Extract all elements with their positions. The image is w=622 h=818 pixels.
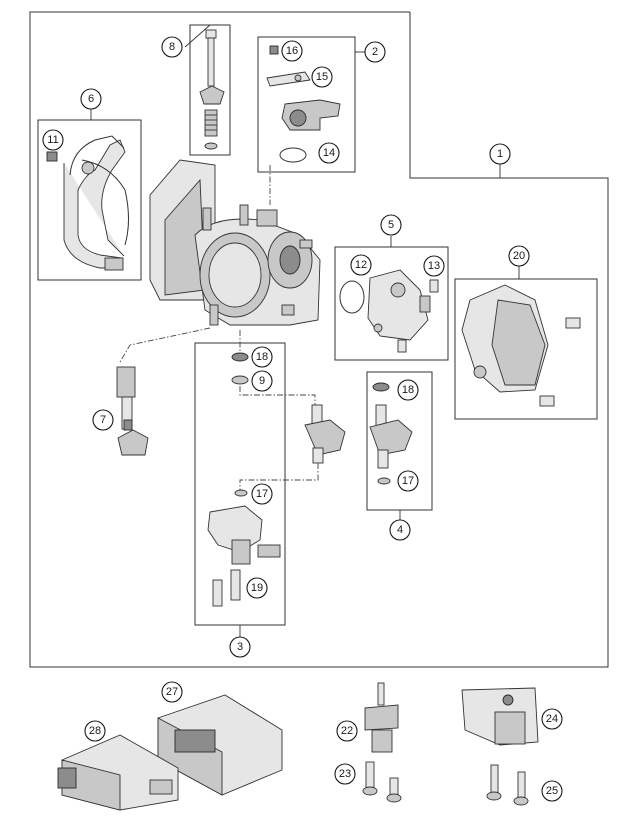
callout-19: 19 xyxy=(246,577,268,599)
idle-valve-7 xyxy=(116,366,149,456)
injector-group-4 xyxy=(369,382,413,485)
throttle-body xyxy=(149,159,321,326)
callout-4: 4 xyxy=(389,519,411,541)
callout-13: 13 xyxy=(423,255,445,277)
group-5-frame xyxy=(334,246,449,361)
sensor-20 xyxy=(461,284,581,407)
svg-text:18: 18 xyxy=(256,351,268,363)
svg-text:1: 1 xyxy=(497,148,503,160)
svg-text:14: 14 xyxy=(323,147,335,159)
screws-25 xyxy=(486,764,529,806)
group-20-frame xyxy=(454,278,598,420)
svg-text:27: 27 xyxy=(166,686,178,698)
svg-text:22: 22 xyxy=(341,725,353,737)
callout-14: 14 xyxy=(318,142,340,164)
callout-6: 6 xyxy=(80,88,102,110)
callout-17a: 17 xyxy=(251,483,273,505)
svg-text:3: 3 xyxy=(237,641,243,653)
callout-23: 23 xyxy=(334,763,356,785)
svg-text:18: 18 xyxy=(402,384,414,396)
svg-text:23: 23 xyxy=(339,768,351,780)
callout-1: 1 xyxy=(489,143,511,165)
svg-text:25: 25 xyxy=(546,785,558,797)
svg-text:9: 9 xyxy=(259,375,265,387)
svg-text:5: 5 xyxy=(388,219,394,231)
sensor-24 xyxy=(461,687,539,746)
svg-text:17: 17 xyxy=(402,475,414,487)
svg-text:19: 19 xyxy=(251,582,263,594)
callout-3: 3 xyxy=(229,636,251,658)
assembly-1-frame xyxy=(29,11,609,668)
callout-18b: 18 xyxy=(397,379,419,401)
module-28 xyxy=(57,734,179,811)
sensor-22 xyxy=(364,682,399,753)
callout-12: 12 xyxy=(350,254,372,276)
svg-text:6: 6 xyxy=(88,93,94,105)
svg-text:24: 24 xyxy=(546,713,558,725)
callout-17b: 17 xyxy=(397,470,419,492)
svg-text:8: 8 xyxy=(169,41,175,53)
svg-text:12: 12 xyxy=(355,259,367,271)
svg-text:2: 2 xyxy=(372,46,378,58)
svg-text:7: 7 xyxy=(100,414,106,426)
svg-text:15: 15 xyxy=(316,71,328,83)
sensor-group-5 xyxy=(339,269,439,353)
screws-23 xyxy=(362,761,402,803)
throttle-cable-bracket xyxy=(46,135,129,271)
svg-text:28: 28 xyxy=(89,725,101,737)
idle-adjust-screw xyxy=(199,29,225,150)
svg-text:16: 16 xyxy=(286,45,298,57)
group-6-frame xyxy=(37,119,142,281)
callout-22: 22 xyxy=(336,720,358,742)
svg-text:17: 17 xyxy=(256,488,268,500)
svg-text:20: 20 xyxy=(513,250,525,262)
svg-text:13: 13 xyxy=(428,260,440,272)
throttle-position-sensor-parts xyxy=(266,45,341,163)
group-4-frame xyxy=(366,371,433,511)
callout-8: 8 xyxy=(161,36,183,58)
svg-text:11: 11 xyxy=(47,134,58,146)
callout-2: 2 xyxy=(364,41,386,63)
svg-text:4: 4 xyxy=(397,524,403,536)
injector-group-3 xyxy=(207,352,346,607)
callout-27: 27 xyxy=(161,681,183,703)
callout-15: 15 xyxy=(311,66,333,88)
callout-16: 16 xyxy=(281,40,303,62)
callout-5: 5 xyxy=(380,214,402,236)
callout-7: 7 xyxy=(92,409,114,431)
callout-9: 9 xyxy=(251,370,273,392)
callout-24: 24 xyxy=(541,708,563,730)
callout-11: 11 xyxy=(42,129,64,151)
callout-25: 25 xyxy=(541,780,563,802)
callout-28: 28 xyxy=(84,720,106,742)
callout-18a: 18 xyxy=(251,346,273,368)
group-2-frame xyxy=(257,36,356,173)
callout-20: 20 xyxy=(508,245,530,267)
ecu-27 xyxy=(157,694,283,796)
